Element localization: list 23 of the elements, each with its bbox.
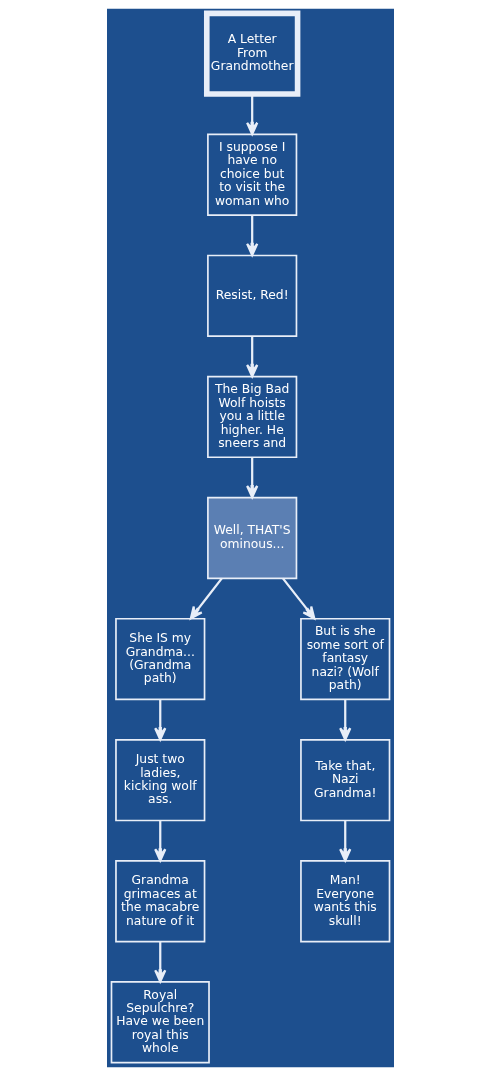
arrow (153, 820, 166, 862)
arrow (338, 699, 351, 741)
node-box: But is she some sort of fantasy nazi? (Wolf path) (299, 617, 390, 701)
arrow (245, 336, 258, 378)
arrow (245, 457, 258, 499)
node-box: Resist, Red! (206, 254, 297, 338)
node-box: Grandma grimaces at the macabre nature of it (114, 860, 205, 943)
node-box: The Big Bad Wolf hoists you a little higher. He sneers and (206, 375, 297, 459)
arrow (245, 94, 258, 136)
arrow (281, 577, 315, 620)
node-box: Royal Sepulchre? Have we been royal this whole (110, 981, 210, 1064)
arrow (245, 215, 258, 257)
node-box: Take that, Nazi Grandma! (299, 738, 390, 822)
arrow (189, 577, 223, 620)
node-box: She IS my Grandma... (Grandma path) (114, 617, 205, 701)
node-box: Man! Everyone wants this skull! (299, 860, 390, 943)
arrow (338, 820, 351, 862)
node-box: I suppose I have no choice but to visit the woman who (206, 133, 297, 216)
node-box: Just two ladies, kicking wolf ass. (114, 738, 205, 822)
arrow (153, 941, 166, 983)
node-box: Well, THAT'S ominous... (206, 496, 297, 580)
arrow (153, 699, 166, 741)
node-box: A Letter From Grandmother (203, 10, 300, 97)
